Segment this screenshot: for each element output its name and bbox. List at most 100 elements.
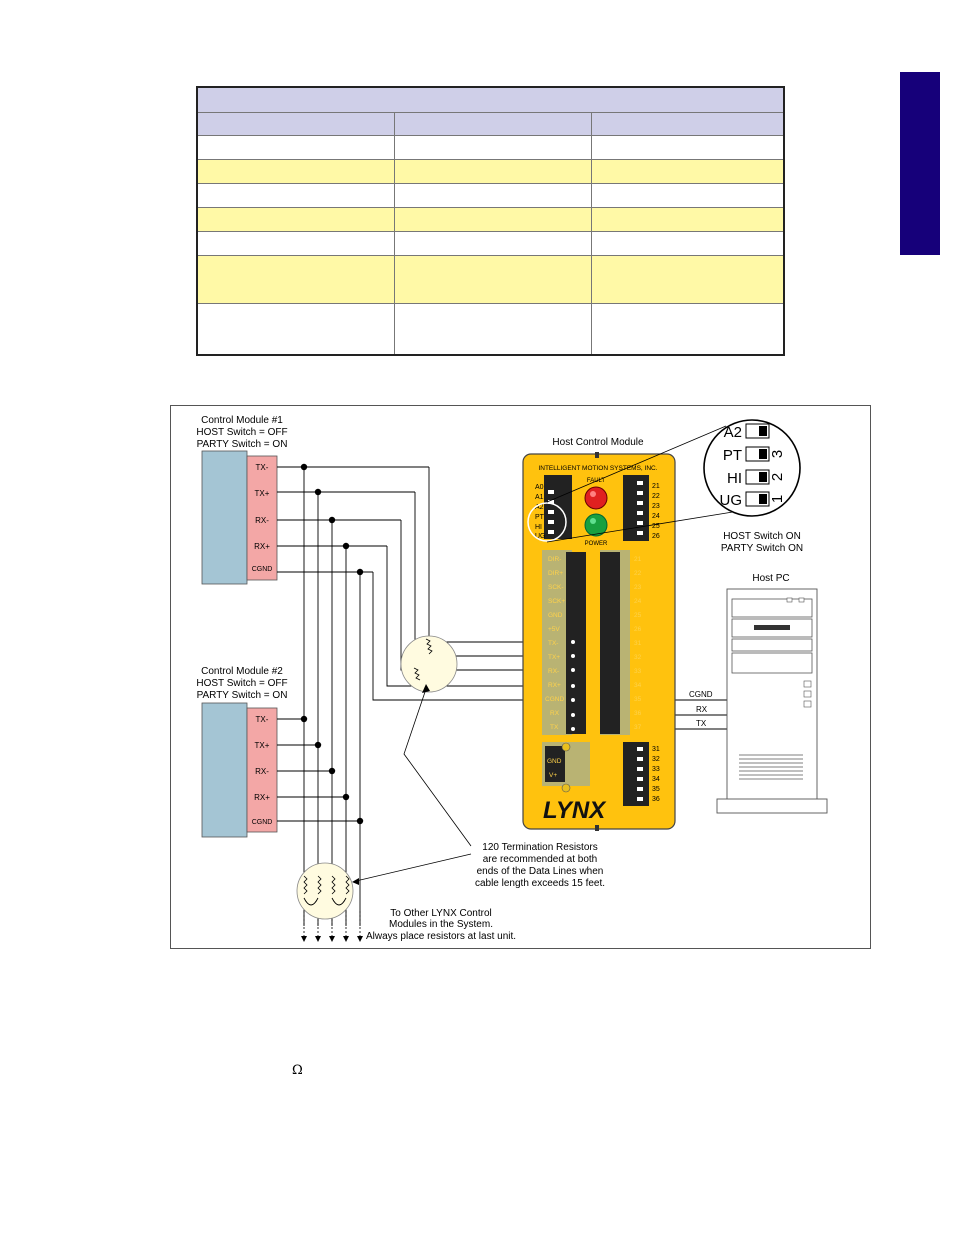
host-pin: 22 [634,570,642,577]
other-modules-note: To Other LYNX Control Modules in the Sys… [366,908,516,942]
power-label: POWER [585,541,608,547]
host-pin: 23 [634,584,642,591]
module2-pin: RX+ [254,793,270,802]
host-pin: 37 [634,724,642,731]
resistor-note-line: ends of the Data Lines when [477,866,604,877]
junction-dots [300,463,364,825]
resistor-pointer [355,688,472,882]
switch-num: 32 [652,756,660,763]
bus-termination-resistors [296,862,354,920]
zoomed-dip-switch: A2 PT HI UG 3 2 1 [703,419,801,517]
host-pin: 35 [634,696,642,703]
section-tab [900,72,940,255]
host-switch-note: HOST Switch ON [723,531,801,542]
switch-label: A2 [535,504,544,511]
host-pin: TX [550,724,559,731]
zoom-switch-label: PT [723,447,742,464]
switch-label: UG [535,533,546,540]
host-pc: Host PC CGND RX TX [689,573,828,814]
host-pin: TX- [548,640,558,647]
resistor-note-line: are recommended at both [483,854,598,865]
host-pin: 36 [634,710,642,717]
module2-pin: CGND [252,819,273,826]
host-pin: 33 [634,668,642,675]
switch-num: 25 [652,523,660,530]
host-module-title: Host Control Module [552,437,644,448]
module1-pin: TX- [256,463,269,472]
control-module-2: Control Module #2 HOST Switch = OFF PART… [196,666,288,838]
pc-wire-label: TX [696,719,707,728]
host-pin: +5V [548,626,560,633]
module2-party: PARTY Switch = ON [197,690,288,701]
table-row [196,255,785,304]
other-note-line: Always place resistors at last unit. [366,931,516,942]
switch-num: 21 [652,483,660,490]
module1-host: HOST Switch = OFF [196,427,287,438]
switch-label: A1 [535,494,544,501]
brand-label: INTELLIGENT MOTION SYSTEMS, INC. [538,465,657,472]
switch-num: 35 [652,786,660,793]
table-row [196,303,785,356]
table-header-cell [196,112,395,136]
zoom-switch-label: A2 [724,424,742,441]
switch-num: 23 [652,503,660,510]
zoom-switch-num: 1 [769,495,786,503]
switch-num: 34 [652,776,660,783]
host-pin: 25 [634,612,642,619]
table-header-cell [591,112,785,136]
module2-pin: TX- [256,715,269,724]
host-pin: 26 [634,626,642,633]
switch-label: HI [535,524,542,531]
specification-table [196,86,785,356]
gnd-label: GND [547,758,562,765]
host-pc-title: Host PC [752,573,789,584]
module1-party: PARTY Switch = ON [197,439,288,450]
control-module-1: Control Module #1 HOST Switch = OFF PART… [196,415,288,585]
host-pin: SCK- [548,584,564,591]
module2-host: HOST Switch = OFF [196,678,287,689]
host-pin: RX- [548,668,559,675]
other-note-line: To Other LYNX Control [390,908,492,919]
module2-pin: TX+ [255,741,270,750]
party-switch-note: PARTY Switch ON [721,543,803,554]
pc-wire-label: CGND [689,690,713,699]
table-row [196,159,785,184]
zoom-switch-num: 2 [769,473,786,481]
switch-num: 22 [652,493,660,500]
host-pin: 32 [634,654,642,661]
resistor-note-line: cable length exceeds 15 feet. [475,878,605,889]
other-note-line: Modules in the System. [389,919,493,930]
host-pin: CGND [545,696,564,703]
host-pin: 31 [634,640,642,647]
host-pin: GND [548,612,563,619]
switch-num: 36 [652,796,660,803]
table-row [196,231,785,256]
switch-label: A0 [535,484,544,491]
arrowheads [301,936,363,942]
module1-pin: RX+ [254,542,270,551]
host-pin: RX+ [548,682,561,689]
omega-symbol: Ω [292,1063,303,1078]
resistor-note-line: 120 Termination Resistors [482,842,597,853]
switch-num: 33 [652,766,660,773]
host-pin: 24 [634,598,642,605]
zoom-switch-num: 3 [769,450,786,458]
table-title-cell [196,86,785,113]
module1-pin: TX+ [255,489,270,498]
host-left-pin-labels: DIR- DIR+ SCK- SCK+ GND +5V TX- TX+ RX- … [545,556,565,731]
table-row [196,135,785,160]
host-pin: SCK+ [548,598,565,605]
host-right-pin-labels: 21 22 23 24 25 26 31 32 33 34 35 36 37 [634,556,642,731]
table-row [196,207,785,232]
host-pin: 21 [634,556,642,563]
host-pin: 34 [634,682,642,689]
module1-pin: RX- [255,516,269,525]
module1-pin: CGND [252,566,273,573]
host-termination-resistors [400,635,458,693]
module2-pin: RX- [255,767,269,776]
vplus-label: V+ [549,772,557,779]
resistor-note: 120 Termination Resistors are recommende… [475,842,605,889]
zoom-switch-label: UG [720,492,743,509]
host-pin: RX [550,710,560,717]
wiring-diagram: Control Module #1 HOST Switch = OFF PART… [170,405,871,949]
